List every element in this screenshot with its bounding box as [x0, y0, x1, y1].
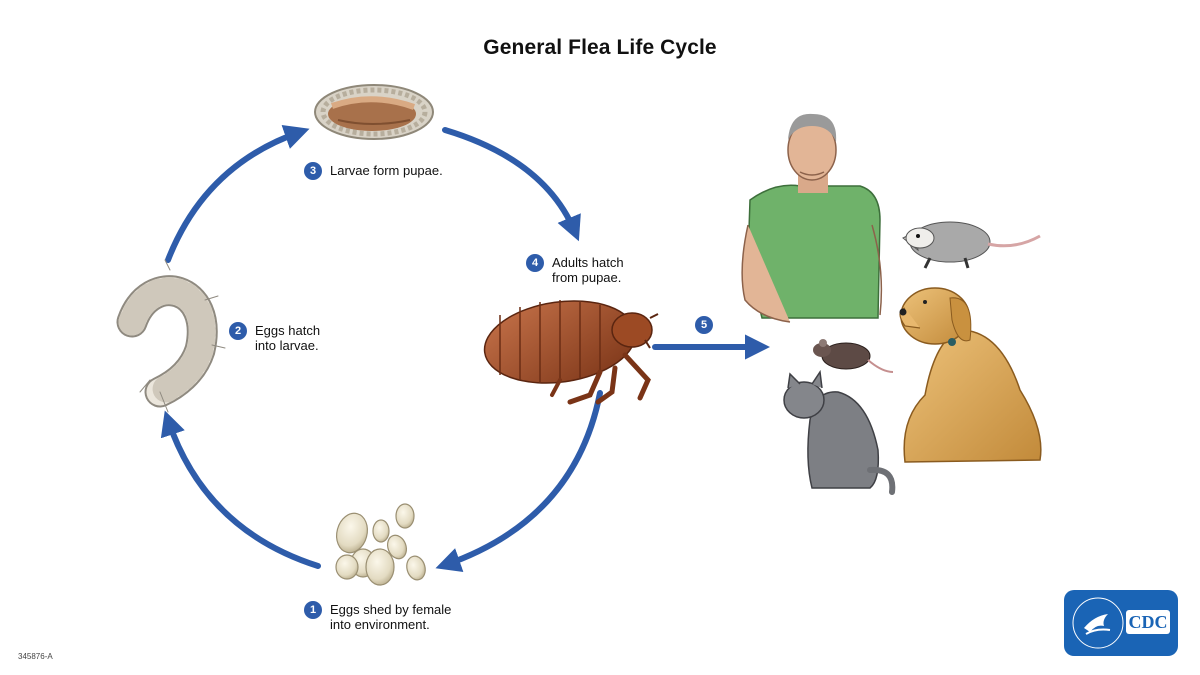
step-1-text-line1: Eggs shed by female — [330, 602, 452, 617]
arrow-pupa-to-adult — [442, 127, 581, 242]
hhs-eagle-icon — [1072, 597, 1124, 649]
step-3-text: Larvae form pupae. — [330, 163, 443, 178]
dog-illustration — [899, 287, 1042, 463]
rat-illustration — [813, 339, 894, 373]
diagram-title: General Flea Life Cycle — [483, 36, 717, 59]
step-2-label: 2 Eggs hatch into larvae. — [229, 322, 320, 353]
step-number-badge: 1 — [304, 601, 322, 619]
step-1-text-line2: into environment. — [330, 617, 430, 632]
cat-illustration — [783, 369, 896, 495]
cdc-logo-text: CDC — [1129, 612, 1168, 632]
larva-illustration — [116, 259, 226, 413]
step-number-badge: 4 — [526, 254, 544, 272]
cycle-arrows — [160, 125, 771, 572]
step-4-text-line2: from pupae. — [552, 270, 622, 285]
arrow-eggs-to-larva — [160, 410, 321, 569]
opossum-illustration — [902, 221, 1041, 269]
arrow-adult-to-eggs — [435, 390, 603, 572]
arrow-larva-to-pupa — [165, 125, 310, 263]
step-3-label: 3 Larvae form pupae. — [304, 162, 443, 180]
step-number-badge: 2 — [229, 322, 247, 340]
eggs-illustration — [335, 503, 426, 586]
step-4-text-line1: Adults hatch — [552, 255, 624, 270]
pupa-illustration — [314, 84, 434, 140]
step-2-text-line1: Eggs hatch — [255, 323, 321, 338]
step-number-badge: 3 — [304, 162, 322, 180]
step-4-label: 4 Adults hatch from pupae. — [526, 254, 624, 285]
cdc-logo: CDC — [1064, 590, 1178, 656]
step-2-text-line2: into larvae. — [255, 338, 319, 353]
adult-flea-illustration — [483, 300, 659, 405]
human-illustration — [741, 113, 883, 323]
step-1-label: 1 Eggs shed by female into environment. — [304, 601, 451, 632]
figure-code: 345876-A — [18, 652, 53, 661]
step-number-badge: 5 — [695, 316, 713, 334]
step-5-label: 5 — [695, 316, 713, 334]
